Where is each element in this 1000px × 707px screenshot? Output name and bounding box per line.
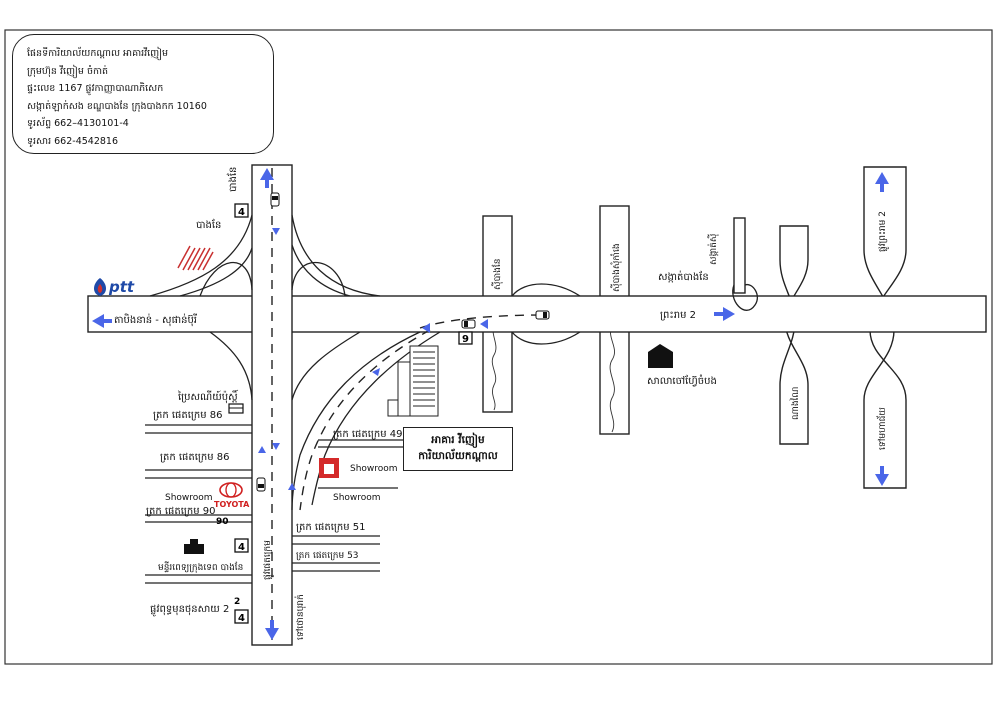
road-label-soi-bangna: ស៊ីបាងនែ (491, 259, 503, 290)
road-label-sat-bangna: សង្កាត់បាងនែ (658, 270, 709, 283)
landmark-label-market: សាលាចៅហ្វ៊ែចំបង (647, 374, 717, 387)
road-label-rama2: ព្រះរាម 2 (660, 310, 696, 321)
map-frame (4, 29, 993, 665)
landmark-label-showroom2: Showroom (333, 493, 381, 503)
road-label-phet86a: ត្រក ផេតក្រេម 86 (153, 410, 222, 421)
road-label-hospital: មន្ទីរពេទ្យក្រុងទេព បាងនែ (158, 561, 243, 573)
landmark-label-post: ប្រៃសណីយ៍ប៉ុស្តិ៍ (177, 389, 239, 404)
phet53-road (292, 562, 380, 572)
route-badge-4-mid-label: 4 (238, 542, 245, 553)
info-line-company: ក្រុមហ៊ុន វីញៀម ចំកាត់ (27, 65, 109, 77)
arrow-small-icon-2 (272, 443, 280, 450)
landmark-label-showroom1: Showroom (350, 464, 398, 474)
car-icon-top (270, 192, 280, 207)
info-line-district: សង្កាត់ឡាក់សង ខណ្ឌបាងនែ ក្រុងបាងកក 10160 (27, 100, 207, 112)
diagonal-ramp-inner (311, 331, 441, 506)
arrow-left-icon-main (92, 314, 112, 328)
ramp-nw-outer (149, 214, 253, 297)
toyota-logo: TOYOTA (214, 482, 250, 509)
arrow-small-icon-5 (480, 319, 488, 329)
road-label-phet49: ត្រក ផេតក្រេម 49 (333, 429, 402, 440)
car-icon-main1 (461, 319, 476, 329)
road-label-phet-v: ផ្លូវផេតក្រេម (263, 540, 274, 580)
phet-vertical-road (251, 164, 293, 646)
ramp-ne-outer (291, 214, 381, 297)
arrow-up-icon-rama2 (875, 172, 889, 192)
road-label-phet51: ត្រក ផេតក្រេម 51 (296, 522, 365, 533)
arrow-small-icon-4 (422, 323, 430, 333)
route-badge-2: 2 (234, 597, 240, 607)
ramp-sw-outer (209, 331, 253, 401)
arrow-up-icon-phet (260, 168, 274, 188)
arrow-down-icon-phet (265, 620, 279, 640)
landmark-label-showroom3: Showroom (165, 493, 213, 503)
sat-bangna-loop (732, 283, 759, 311)
info-line-fax: ទូរសារ 662-4542816 (27, 135, 119, 147)
post-office-icon (228, 403, 244, 414)
ptt-logo: ptt (94, 278, 135, 296)
ramp-loop-left (199, 261, 253, 297)
road-label-rama2-v: ផ្លូវព្រះរាម 2 (878, 211, 889, 252)
route-badge-9: 9 (458, 331, 473, 345)
info-line-address: ផ្ទះលេខ 1167 ផ្លូវកាញ្ញាបាណាភិសេក (27, 83, 164, 94)
arrow-small-icon-7 (288, 483, 296, 490)
soi-loop-right (511, 331, 581, 345)
route-badge-4-mid: 4 (234, 538, 249, 553)
soi-loop-left (511, 283, 581, 297)
soi-bangna-stream (491, 324, 497, 411)
route-badge-9-label: 9 (462, 334, 469, 345)
road-label-bangna-v: បាងនែ (226, 167, 239, 192)
route-badge-4-bottom: 4 (234, 609, 249, 624)
road-label-bangna-h: បាងនែ (196, 218, 221, 231)
phet49-road (318, 439, 403, 448)
phet86b-road (145, 469, 252, 479)
road-label-phet86b: ត្រក ផេតក្រេម 86 (160, 452, 229, 463)
road-label-rama2-v-bottom: ទៅមហាជ័យ (876, 407, 888, 450)
road-label-phet53: ត្រក ផេតក្រេម 53 (296, 551, 359, 561)
route-badge-4-top-label: 4 (238, 207, 245, 218)
ramp-nw-inner (179, 247, 253, 297)
car-icon-main2 (535, 310, 550, 320)
showroom-logo-icon (319, 458, 339, 478)
market-building-icon (648, 344, 673, 368)
diagonal-ramp-dash (299, 329, 431, 511)
arrow-right-icon-rama2 (714, 307, 735, 321)
hq-label-box: អាគារ វីញៀម ការិយាល័យកណ្ដាល (403, 427, 513, 471)
arrow-down-icon-rama2 (875, 466, 889, 486)
road-label-to-thonburi: ទៅថោនបុរាក់ (294, 594, 306, 640)
road-label-main-left: តាបិងនាន់ - សុផាន់ប៊ុរី (114, 313, 197, 327)
address-info-box: ផែនទីការិយាល័យកណ្ដាល អាគារវីញៀម ក្រុមហ៊ុ… (12, 34, 274, 154)
route-badge-4-top: 4 (234, 203, 249, 218)
phet90-road (145, 514, 252, 523)
phet86a-road (145, 424, 252, 434)
road-label-phet90: ត្រក ផេតក្រេម 90 (146, 506, 215, 517)
sat-bangna-road (733, 217, 746, 294)
road-label-nangnai: ណាងណៃ (789, 387, 801, 420)
info-line-title: ផែនទីការិយាល័យកណ្ដាល អាគារវីញៀម (27, 48, 169, 59)
phet51-road (292, 535, 380, 545)
hq-building-icon (387, 345, 439, 417)
route-badge-4-bottom-label: 4 (238, 613, 245, 624)
arrow-small-icon-3 (258, 446, 266, 453)
ramp-ne-inner (291, 244, 351, 297)
ramp-loop-right (291, 261, 346, 297)
hatched-logo-icon (177, 245, 214, 271)
route-badge-90: 90 (216, 517, 229, 527)
hq-label-line2: ការិយាល័យកណ្ដាល (418, 450, 498, 462)
info-line-phone: ទូរស័ព្ទ 662–4130101-4 (27, 118, 129, 129)
car-icon-phet (256, 477, 266, 492)
hospital-building-icon (184, 539, 204, 554)
hq-label-line1: អាគារ វីញៀម (431, 434, 485, 446)
arrow-small-icon-1 (272, 228, 280, 235)
ramp-se-outer (291, 331, 361, 401)
ptt-logo-text: ptt (108, 278, 135, 296)
hospital-road (145, 574, 252, 584)
soi-samut-stream (609, 324, 615, 433)
toyota-logo-text: TOYOTA (214, 500, 250, 509)
road-label-school: ផ្លូវពុទ្ធមុនថុនសាយ 2 (150, 604, 229, 617)
arrow-small-icon-6 (372, 368, 380, 376)
road-label-soi-samut: ស៊ីបាងសុំកាំងេ (610, 243, 622, 292)
road-label-sat-samut: សង្កាត់ស៊ី (707, 233, 719, 265)
